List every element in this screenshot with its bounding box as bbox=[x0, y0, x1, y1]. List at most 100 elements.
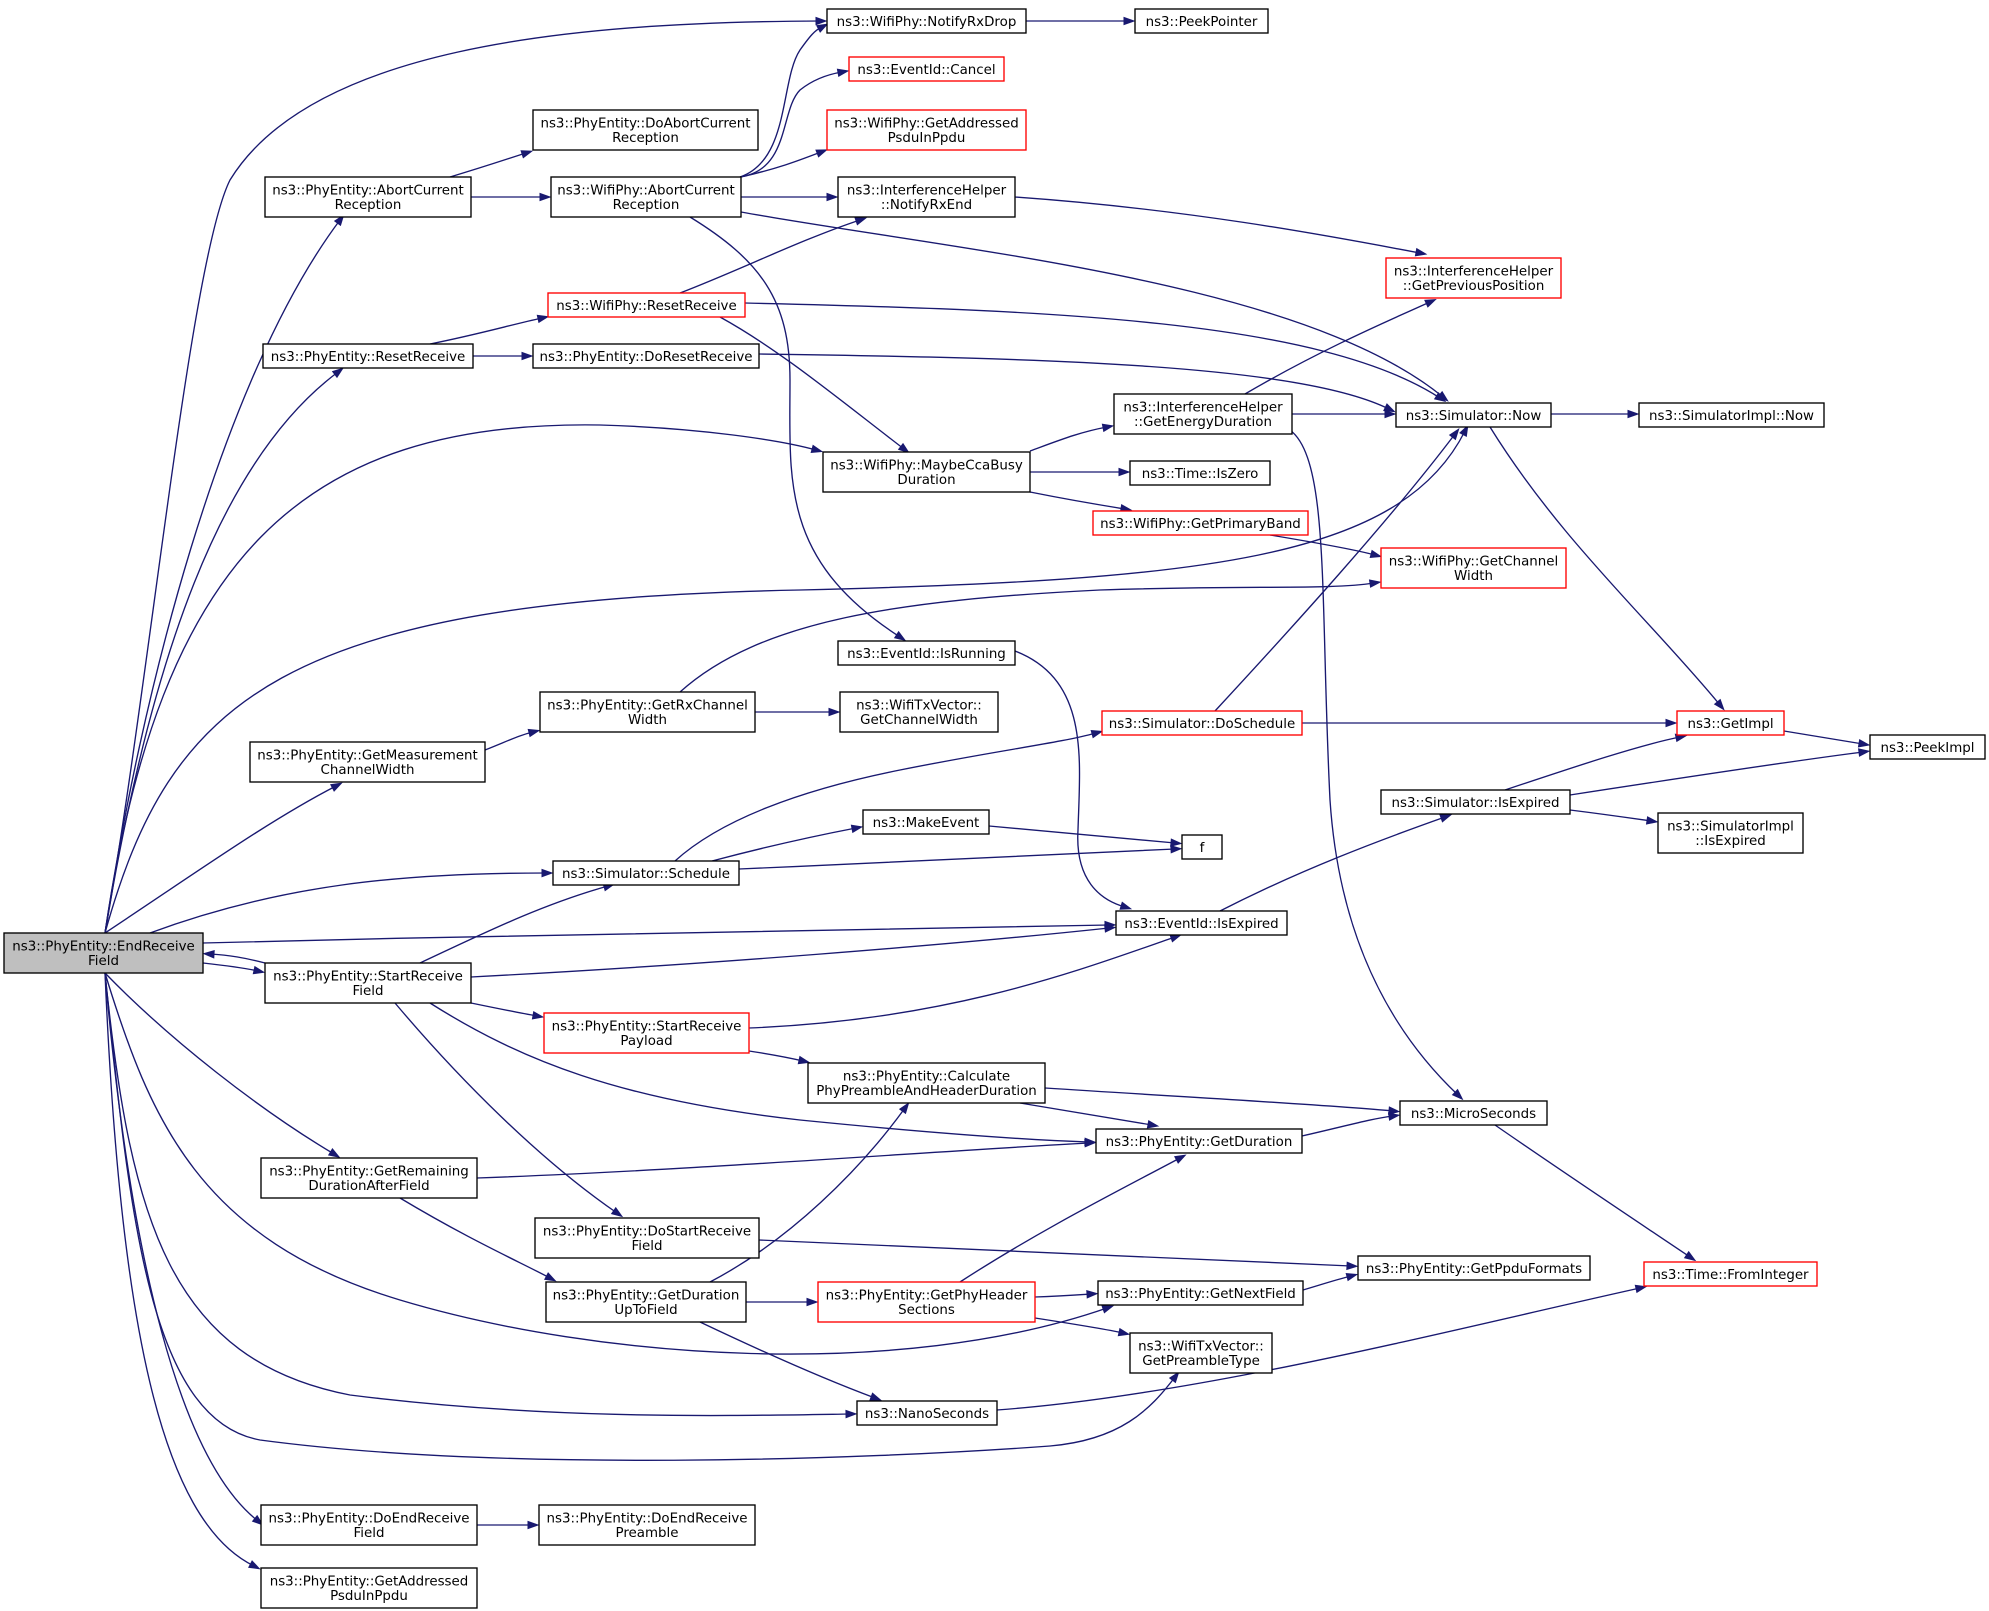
edge-root-to-notifyRxDrop bbox=[104, 20, 821, 934]
node-label: ns3::InterferenceHelper bbox=[847, 184, 1007, 199]
edge-phyReset-to-wifiReset-arrowhead bbox=[536, 314, 550, 324]
node-label: ns3::Time::IsZero bbox=[1142, 467, 1259, 482]
node-box bbox=[1113, 393, 1293, 435]
node-chanWidth[interactable]: ns3::WifiPhy::GetChannelWidth bbox=[1380, 547, 1567, 589]
node-label: ns3::SimulatorImpl bbox=[1667, 820, 1794, 835]
node-simNow[interactable]: ns3::Simulator::Now bbox=[1395, 402, 1552, 428]
edge-notifyRxEnd-to-getPrevPos-arrowhead bbox=[1414, 247, 1428, 257]
node-nextField[interactable]: ns3::PhyEntity::GetNextField bbox=[1097, 1280, 1304, 1306]
node-fromInteger[interactable]: ns3::Time::FromInteger bbox=[1643, 1261, 1818, 1287]
node-label: ::NotifyRxEnd bbox=[881, 198, 972, 213]
node-box bbox=[1676, 710, 1785, 736]
edge-durUpTo-to-nanoSec bbox=[699, 1321, 876, 1399]
node-schedule[interactable]: ns3::Simulator::Schedule bbox=[552, 860, 740, 886]
node-energyDur[interactable]: ns3::InterferenceHelper::GetEnergyDurati… bbox=[1113, 393, 1293, 435]
node-label: ns3::PhyEntity::ResetReceive bbox=[271, 350, 465, 365]
node-nanoSec[interactable]: ns3::NanoSeconds bbox=[856, 1400, 998, 1426]
node-peekPointer[interactable]: ns3::PeekPointer bbox=[1134, 8, 1269, 34]
edge-root-to-nanoSec-arrowhead bbox=[845, 1409, 858, 1419]
node-simIsExpired[interactable]: ns3::Simulator::IsExpired bbox=[1380, 789, 1571, 815]
node-makeEvent[interactable]: ns3::MakeEvent bbox=[862, 809, 990, 835]
node-label: ns3::MakeEvent bbox=[873, 816, 980, 831]
edge-root-to-getAddrPhy-arrowhead bbox=[248, 1560, 261, 1570]
edge-root-to-notifyRxDrop-arrowhead bbox=[815, 16, 828, 26]
node-label: ns3::PhyEntity::DoResetReceive bbox=[540, 350, 753, 365]
node-label: ns3::PhyEntity::DoAbortCurrent bbox=[540, 117, 750, 132]
node-ppduFormats[interactable]: ns3::PhyEntity::GetPpduFormats bbox=[1357, 1255, 1591, 1281]
node-remaining[interactable]: ns3::PhyEntity::GetRemainingDurationAfte… bbox=[260, 1157, 478, 1199]
node-doReset[interactable]: ns3::PhyEntity::DoResetReceive bbox=[532, 343, 760, 369]
node-measChan[interactable]: ns3::PhyEntity::GetMeasurementChannelWid… bbox=[249, 741, 486, 783]
edge-rxChanWidth-to-chanWidth-arrowhead bbox=[1368, 579, 1382, 588]
node-eventIsExpired[interactable]: ns3::EventId::IsExpired bbox=[1115, 910, 1288, 936]
edge-root-to-getAddrPhy bbox=[104, 972, 255, 1567]
node-simImplNow[interactable]: ns3::SimulatorImpl::Now bbox=[1638, 402, 1825, 428]
node-label: ns3::PhyEntity::DoStartReceive bbox=[543, 1225, 751, 1240]
node-box bbox=[534, 1217, 760, 1259]
node-notifyRxDrop[interactable]: ns3::WifiPhy::NotifyRxDrop bbox=[826, 8, 1027, 34]
edge-simNow-to-getImpl bbox=[1489, 426, 1721, 706]
edge-doSchedule-to-getImpl-arrowhead bbox=[1665, 718, 1678, 728]
node-implIsExpired[interactable]: ns3::SimulatorImpl::IsExpired bbox=[1657, 812, 1804, 854]
node-label: Field bbox=[88, 954, 119, 969]
edge-startRecvField-to-root-arrowhead bbox=[202, 949, 215, 959]
node-label: Reception bbox=[613, 198, 680, 213]
node-doSchedule[interactable]: ns3::Simulator::DoSchedule bbox=[1101, 710, 1303, 736]
node-preambleType[interactable]: ns3::WifiTxVector::GetPreambleType bbox=[1129, 1332, 1273, 1374]
node-box bbox=[1380, 547, 1567, 589]
edge-wifiAbort-to-eventCancel-arrowhead bbox=[836, 68, 850, 78]
node-label: ns3::PhyEntity::DoEndReceive bbox=[546, 1512, 747, 1527]
node-box bbox=[260, 1157, 478, 1199]
edge-durUpTo-to-calcPreamble-arrowhead bbox=[898, 1101, 910, 1115]
node-microSec[interactable]: ns3::MicroSeconds bbox=[1399, 1100, 1548, 1126]
edge-primaryBand-to-chanWidth-arrowhead bbox=[1369, 549, 1383, 559]
node-f[interactable]: f bbox=[1181, 834, 1223, 860]
node-box bbox=[1095, 1128, 1303, 1154]
edge-phyHeader-to-nextField bbox=[1034, 1293, 1092, 1298]
node-getImpl[interactable]: ns3::GetImpl bbox=[1676, 710, 1785, 736]
node-label: ns3::NanoSeconds bbox=[865, 1407, 989, 1422]
node-label: ns3::Time::FromInteger bbox=[1652, 1268, 1809, 1283]
node-phyReset[interactable]: ns3::PhyEntity::ResetReceive bbox=[262, 343, 474, 369]
edge-root-to-preambleType-arrowhead bbox=[1168, 1371, 1180, 1384]
node-box bbox=[1092, 510, 1309, 536]
edge-startRecvPayload-to-calcPreamble bbox=[748, 1050, 804, 1062]
node-primaryBand[interactable]: ns3::WifiPhy::GetPrimaryBand bbox=[1092, 510, 1309, 536]
node-txChanWidth[interactable]: ns3::WifiTxVector::GetChannelWidth bbox=[839, 691, 999, 733]
node-getDuration[interactable]: ns3::PhyEntity::GetDuration bbox=[1095, 1128, 1303, 1154]
node-isRunning[interactable]: ns3::EventId::IsRunning bbox=[837, 640, 1016, 666]
node-eventCancel[interactable]: ns3::EventId::Cancel bbox=[848, 56, 1005, 82]
node-box bbox=[543, 1012, 750, 1054]
node-calcPreamble[interactable]: ns3::PhyEntity::CalculatePhyPreambleAndH… bbox=[807, 1062, 1046, 1104]
node-wifiReset[interactable]: ns3::WifiPhy::ResetReceive bbox=[547, 292, 746, 318]
node-notifyRxEnd[interactable]: ns3::InterferenceHelper::NotifyRxEnd bbox=[837, 176, 1016, 218]
node-getPrevPos[interactable]: ns3::InterferenceHelper::GetPreviousPosi… bbox=[1385, 257, 1562, 299]
node-peekImpl[interactable]: ns3::PeekImpl bbox=[1869, 734, 1986, 760]
edge-wifiAbort-to-getAddrWifi bbox=[740, 151, 822, 178]
node-box bbox=[856, 1400, 998, 1426]
node-box bbox=[822, 451, 1031, 493]
node-label: ns3::PhyEntity::Calculate bbox=[843, 1070, 1010, 1085]
edge-simIsExpired-to-peekImpl bbox=[1569, 751, 1864, 796]
edge-startRecvPayload-to-eventIsExpired bbox=[748, 936, 1176, 1029]
node-label: Width bbox=[628, 713, 667, 728]
node-label: ns3::EventId::Cancel bbox=[857, 63, 995, 78]
node-label: ns3::WifiPhy::NotifyRxDrop bbox=[837, 15, 1017, 30]
node-timeIsZero[interactable]: ns3::Time::IsZero bbox=[1129, 460, 1271, 486]
edge-makeEvent-to-f bbox=[988, 825, 1176, 844]
